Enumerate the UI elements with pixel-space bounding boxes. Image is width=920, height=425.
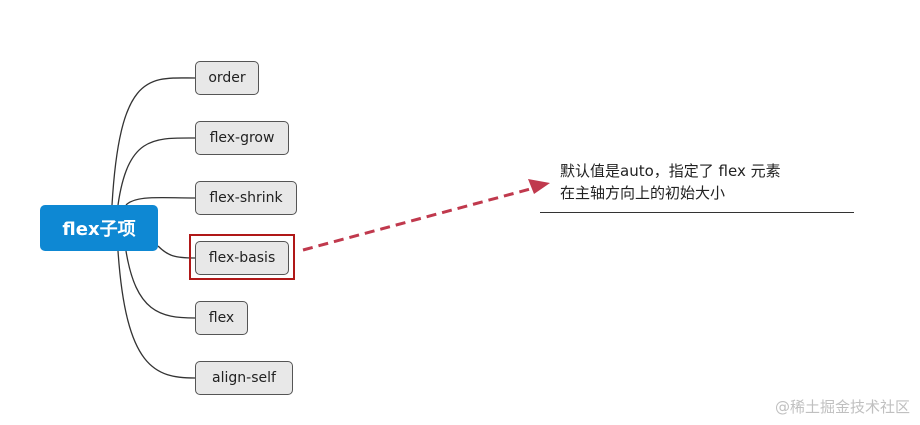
node-align-self: align-self <box>195 361 293 395</box>
connector-flex-shrink <box>125 196 196 206</box>
node-flex-shrink: flex-shrink <box>195 181 297 215</box>
node-flex: flex <box>195 301 248 335</box>
node-label: align-self <box>212 370 276 386</box>
connector-flex-grow <box>117 137 196 206</box>
node-label: flex-shrink <box>209 190 283 206</box>
connector-flex <box>125 250 196 319</box>
root-label: flex子项 <box>62 219 136 240</box>
root-node: flex子项 <box>40 205 158 251</box>
dashed-arrow <box>302 179 550 252</box>
node-flex-basis: flex-basis <box>195 241 289 275</box>
arrow-head <box>528 179 550 194</box>
node-flex-grow: flex-grow <box>195 121 289 155</box>
note-underline <box>540 212 854 213</box>
node-label: flex <box>208 310 235 326</box>
node-label: flex-basis <box>208 250 276 266</box>
connector-align-self <box>117 250 196 379</box>
note-text: 默认值是auto，指定了 flex 元素 在主轴方向上的初始大小 <box>560 160 860 204</box>
node-label: order <box>208 70 246 86</box>
watermark: @稀土掘金技术社区 <box>774 398 910 416</box>
node-order: order <box>195 61 259 95</box>
note-line-2: 在主轴方向上的初始大小 <box>560 184 726 202</box>
highlight-box <box>189 234 295 280</box>
node-label: flex-grow <box>209 130 275 146</box>
connector-order <box>111 77 196 206</box>
note-line-1: 默认值是auto，指定了 flex 元素 <box>560 162 781 180</box>
